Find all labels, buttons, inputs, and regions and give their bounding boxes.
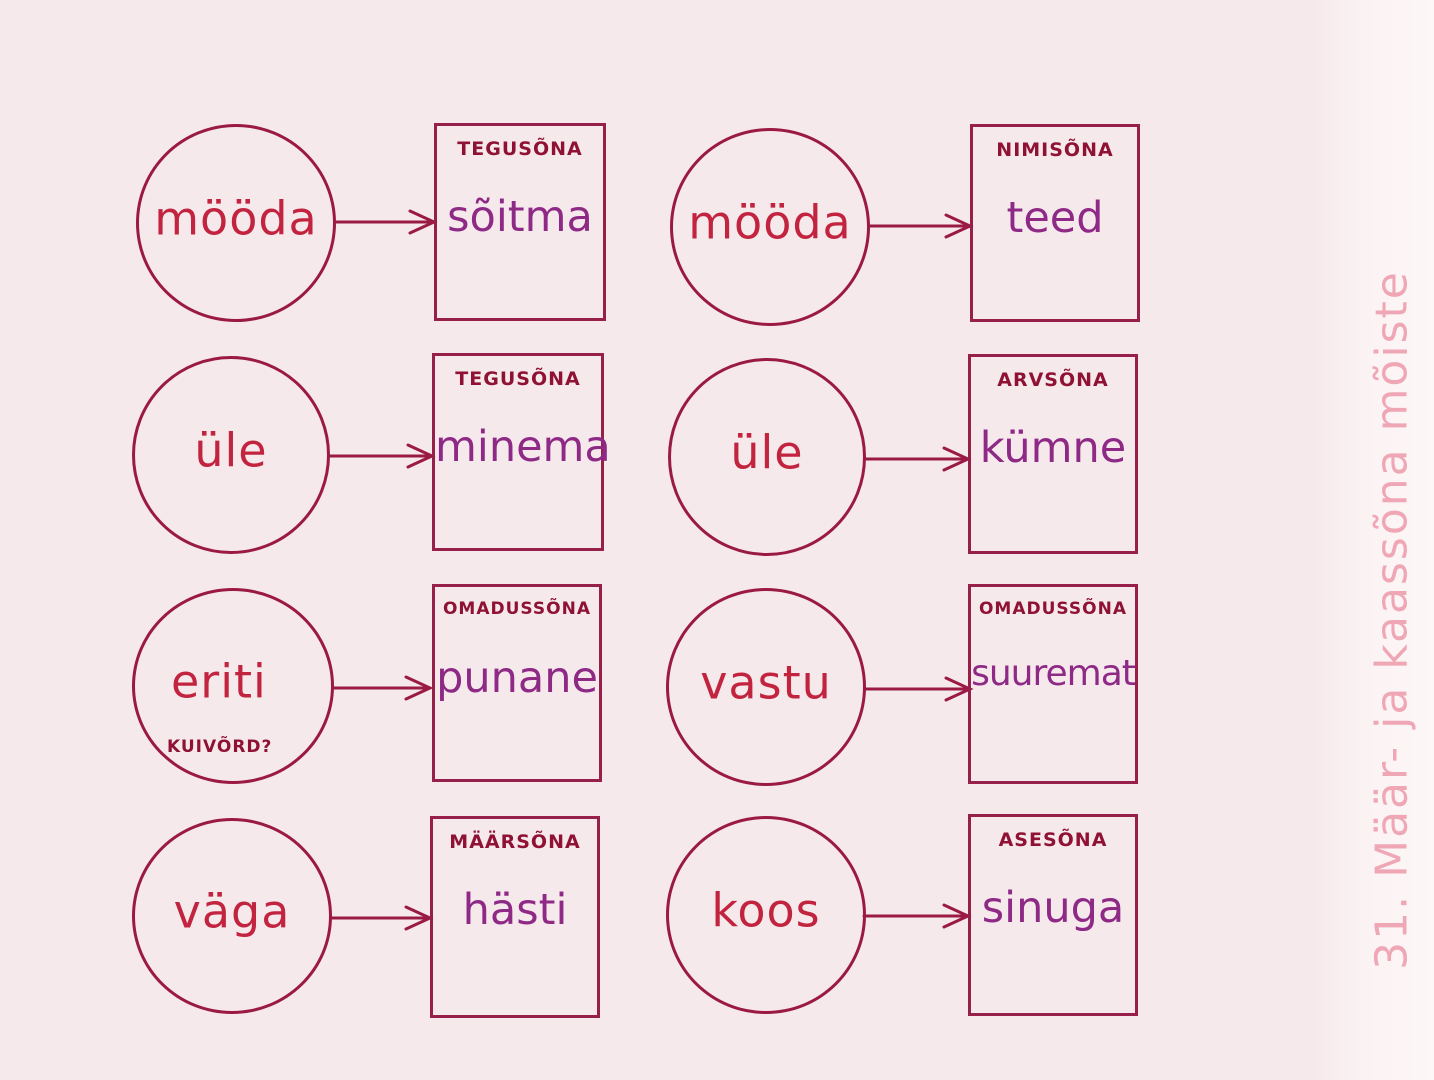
slide-caption: 31. Määr- ja kaassõna mõiste — [1366, 270, 1418, 970]
part-of-speech-label: OMADUSSÕNA — [442, 599, 591, 619]
example-word: kümne — [979, 423, 1127, 473]
adverb-word: üle — [194, 423, 268, 478]
slide-border — [1314, 0, 1434, 1080]
example-word: suuremat — [971, 653, 1136, 694]
arrow-row1-left — [334, 209, 438, 235]
word-box: ARVSÕNA kümne — [968, 354, 1138, 554]
part-of-speech-label: NIMISÕNA — [996, 139, 1114, 161]
arrow-row3-left — [332, 675, 434, 701]
word-box: TEGUSÕNA minema — [432, 353, 611, 551]
adverb-word: koos — [711, 883, 821, 938]
example-word: sinuga — [981, 883, 1125, 933]
adverb-circle: üle — [132, 356, 330, 554]
example-word: minema — [435, 422, 611, 472]
part-of-speech-label: ASESÕNA — [998, 829, 1108, 851]
example-word: punane — [436, 653, 598, 703]
adverb-word: üle — [730, 425, 804, 480]
part-of-speech-label: TEGUSÕNA — [457, 138, 583, 160]
adverb-circle: mööda — [136, 124, 336, 322]
word-box: OMADUSSÕNA suuremat — [968, 584, 1138, 784]
example-word: teed — [1006, 193, 1104, 243]
part-of-speech-label: OMADUSSÕNA — [978, 599, 1127, 619]
adverb-circle: mööda — [670, 128, 870, 326]
part-of-speech-label: TEGUSÕNA — [455, 368, 581, 390]
adverb-word: vastu — [700, 655, 832, 710]
adverb-circle: eriti KUIVÕRD? — [132, 588, 334, 784]
arrow-row3-right — [864, 676, 974, 702]
word-box: ASESÕNA sinuga — [968, 814, 1138, 1016]
part-of-speech-label: ARVSÕNA — [997, 369, 1109, 391]
word-box: TEGUSÕNA sõitma — [434, 123, 606, 321]
arrow-row2-left — [328, 443, 436, 469]
arrow-row1-right — [868, 213, 974, 239]
adverb-circle: koos — [666, 816, 866, 1014]
arrow-row4-left — [330, 905, 434, 931]
question-note: KUIVÕRD? — [167, 737, 273, 757]
word-box: NIMISÕNA teed — [970, 124, 1140, 322]
word-box: OMADUSSÕNA punane — [432, 584, 602, 782]
example-word: sõitma — [447, 192, 593, 242]
adverb-word: mööda — [154, 191, 318, 246]
adverb-circle: väga — [132, 818, 332, 1014]
arrow-row4-right — [862, 903, 972, 929]
arrow-row2-right — [864, 446, 972, 472]
part-of-speech-label: MÄÄRSÕNA — [449, 831, 581, 853]
adverb-word: eriti — [171, 654, 267, 709]
adverb-word: mööda — [688, 195, 852, 250]
adverb-circle: vastu — [666, 588, 866, 786]
example-word: hästi — [462, 885, 568, 935]
word-box: MÄÄRSÕNA hästi — [430, 816, 600, 1018]
adverb-circle: üle — [668, 358, 866, 556]
adverb-word: väga — [173, 884, 291, 939]
